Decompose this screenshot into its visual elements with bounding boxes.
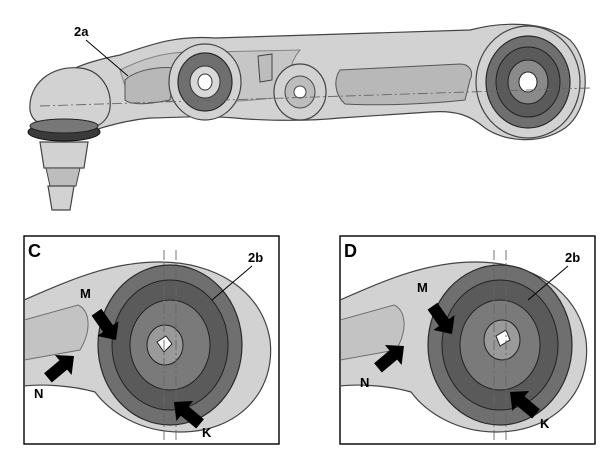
- detail-d-callout-2b: 2b: [565, 250, 580, 265]
- detail-c-callout-2b: 2b: [248, 250, 263, 265]
- detail-c-title: C: [28, 241, 41, 261]
- arm-center-axis: [39, 87, 591, 107]
- bushing-left: [168, 43, 242, 121]
- detail-c-frame: [23, 235, 280, 445]
- detail-d-label-n: N: [360, 375, 369, 390]
- ball-joint: [27, 67, 111, 211]
- callout-2a: 2a: [74, 24, 89, 39]
- detail-d: D 2b M N K: [339, 235, 596, 445]
- detail-d-title: D: [344, 241, 357, 261]
- control-arm-main-view: 2a: [27, 23, 591, 211]
- detail-d-frame: [339, 235, 596, 445]
- detail-d-label-m: M: [417, 280, 428, 295]
- bushing-right: [475, 25, 581, 139]
- detail-c-label-k: K: [202, 425, 212, 440]
- detail-c-label-m: M: [80, 286, 91, 301]
- center-boss: [273, 63, 327, 121]
- detail-c: C 2b M N K: [23, 235, 280, 445]
- detail-d-label-k: K: [540, 416, 550, 431]
- ball-joint-stud: [39, 141, 89, 169]
- detail-c-label-n: N: [34, 386, 43, 401]
- callout-2a-leader: [85, 39, 129, 77]
- arm-window-right: [335, 63, 473, 106]
- arm-tab: [257, 53, 273, 83]
